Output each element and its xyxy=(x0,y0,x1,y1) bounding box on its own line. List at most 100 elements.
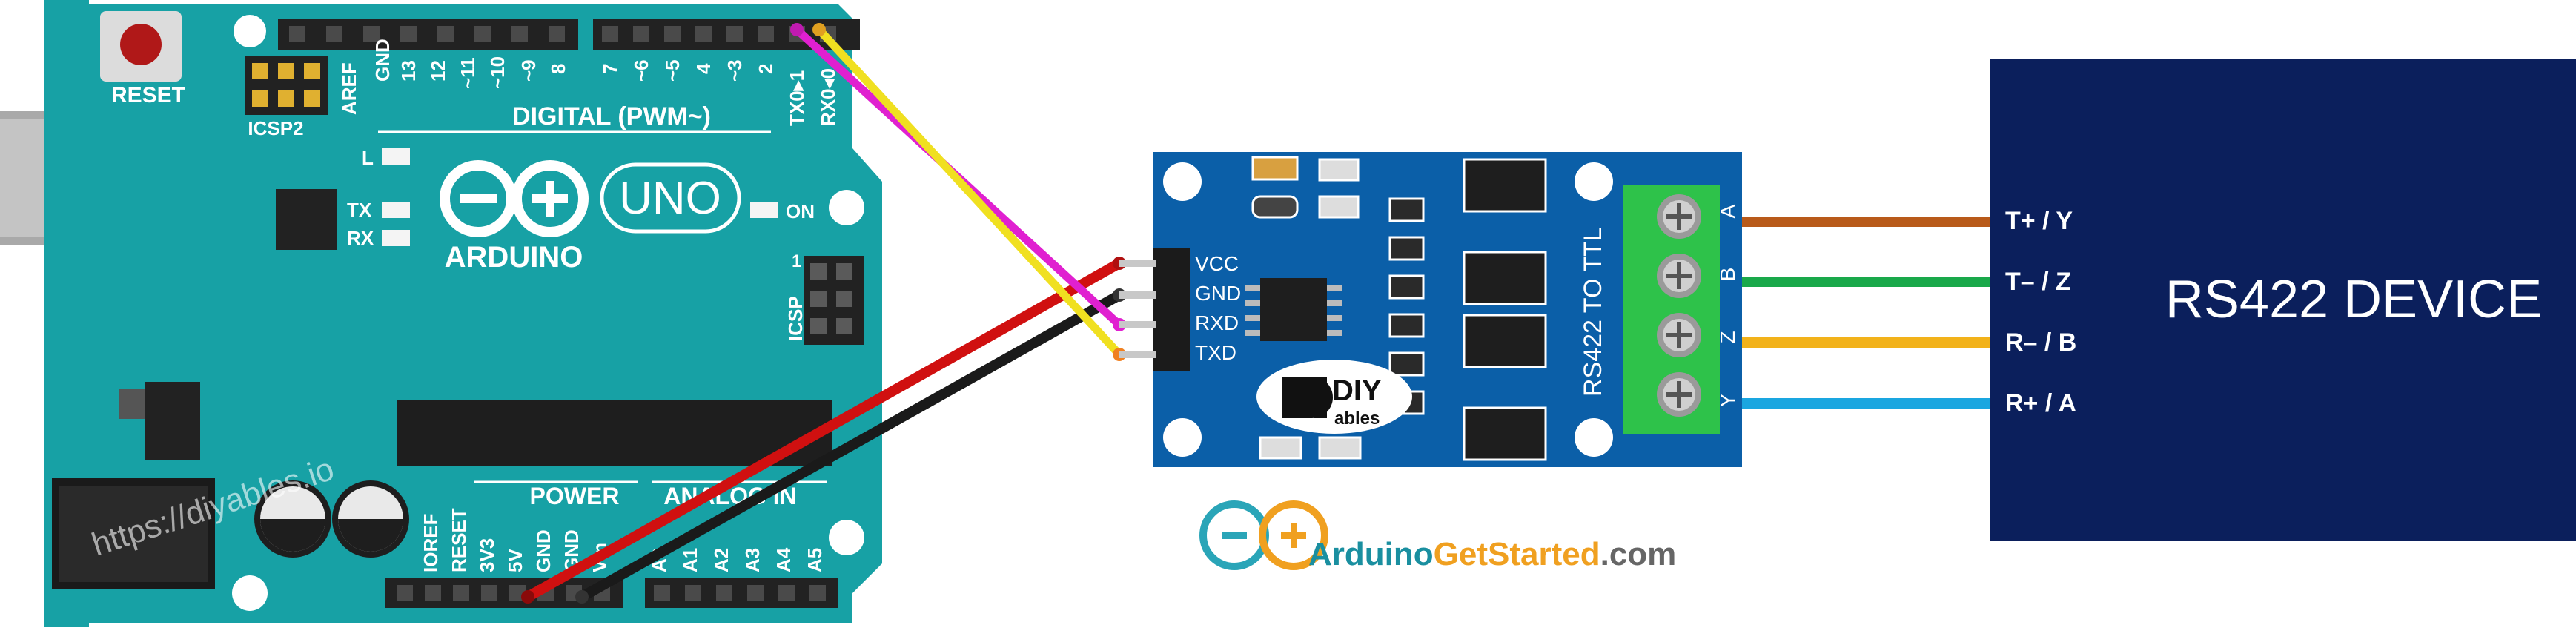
tvs-diode xyxy=(1463,314,1547,368)
module-pin-gnd: GND xyxy=(1195,282,1241,305)
pin-label-ioref: IOREF xyxy=(420,514,442,572)
pin-label-12: 12 xyxy=(427,60,449,82)
arduino-uno-board: RESET ICSP2 AREF GND 13 12 ~11 xyxy=(0,0,882,627)
pin-label-a1: A1 xyxy=(679,548,701,572)
pin-label-gnd1: GND xyxy=(532,529,554,572)
resistor xyxy=(1318,195,1360,219)
analog-header xyxy=(645,578,838,608)
power-label: POWER xyxy=(530,483,620,509)
icsp2-label: ICSP2 xyxy=(248,117,303,139)
pin-label-8: 8 xyxy=(547,64,569,74)
led-rx xyxy=(382,230,410,246)
resistor xyxy=(1318,158,1360,182)
wire-y-blue xyxy=(1742,398,1990,409)
mounting-hole xyxy=(1163,418,1202,457)
mounting-hole xyxy=(829,190,864,225)
wire-z-orange xyxy=(1742,337,1990,348)
device-title: RS422 DEVICE xyxy=(2165,270,2542,329)
device-box xyxy=(1990,59,2576,541)
wires-module-device xyxy=(1742,217,1990,409)
capacitor xyxy=(332,480,409,558)
mounting-hole xyxy=(232,575,268,611)
diyables-logo-icon xyxy=(1256,360,1412,434)
led-l xyxy=(382,148,410,165)
mounting-hole xyxy=(234,15,266,47)
terminal-screw xyxy=(1657,194,1701,239)
pin-label-10: ~10 xyxy=(486,56,509,89)
wire-txd-yellow xyxy=(815,25,1124,359)
arduinogetstarted-logo-icon xyxy=(1199,500,1328,570)
uno-model: UNO xyxy=(619,173,721,224)
digital-label: DIGITAL (PWM~) xyxy=(512,102,711,130)
led-on-label: ON xyxy=(786,200,815,222)
resistor xyxy=(1318,436,1362,460)
tvs-diode xyxy=(1463,158,1547,213)
pin-label-11: ~11 xyxy=(457,57,479,89)
device-signal-ty: T+ / Y xyxy=(2005,207,2073,235)
rs422-module: VCC GND RXD TXD xyxy=(1119,152,1742,467)
resistor xyxy=(1388,313,1425,338)
pin-label-aref: AREF xyxy=(338,62,360,115)
pin-label-3v3: 3V3 xyxy=(476,538,498,572)
usb-chip xyxy=(276,189,337,250)
icsp2-header xyxy=(245,56,328,115)
reset-button-cap[interactable] xyxy=(120,24,162,65)
pin-label-6: ~6 xyxy=(630,59,652,82)
terminal-screw xyxy=(1657,254,1701,298)
module-title: RS422 TO TTL xyxy=(1579,227,1607,397)
capacitor xyxy=(254,480,331,558)
pin-label-5: ~5 xyxy=(661,59,683,82)
module-pin-vcc: VCC xyxy=(1195,252,1239,275)
atmega-chip xyxy=(397,400,832,466)
uno-badge xyxy=(600,162,741,234)
resistor xyxy=(1259,436,1302,460)
terminal-label-z: Z xyxy=(1716,331,1739,343)
site-name: ArduinoGetStarted.com xyxy=(1308,536,1676,572)
resistor xyxy=(1388,236,1425,261)
led-l-label: L xyxy=(362,147,374,169)
wire-vcc-red xyxy=(523,258,1125,602)
led-on xyxy=(750,202,778,218)
pin-label-4: 4 xyxy=(692,63,715,74)
reset-label: RESET xyxy=(111,83,185,108)
pin-label-a4: A4 xyxy=(772,547,795,572)
terminal-label-b: B xyxy=(1716,268,1739,282)
terminal-label-y: Y xyxy=(1716,393,1739,407)
rs422-device: T+ / Y T– / Z R– / B R+ / A RS422 DEVICE xyxy=(1990,59,2576,541)
power-header xyxy=(385,578,623,608)
device-signal-ra: R+ / A xyxy=(2005,389,2076,417)
mounting-hole xyxy=(829,520,864,555)
pin-label-reset: RESET xyxy=(448,508,470,572)
diyables-logo-sub: ables xyxy=(1334,409,1380,429)
pin-label-a2: A2 xyxy=(710,548,732,572)
led-tx-label: TX xyxy=(347,199,372,221)
mounting-hole xyxy=(1575,418,1613,457)
voltage-regulator xyxy=(145,382,200,460)
wires-arduino-module xyxy=(521,23,1126,604)
module-pin-txd: TXD xyxy=(1195,341,1236,364)
pin-label-5v: 5V xyxy=(504,549,526,572)
pin-label-rx: RX0◂0 xyxy=(817,68,839,126)
fuse xyxy=(1251,195,1299,219)
arduino-logo-icon xyxy=(440,160,589,237)
resistor xyxy=(1388,351,1425,377)
mounting-hole xyxy=(1163,162,1202,201)
power-jack-face xyxy=(59,486,208,582)
tvs-diode xyxy=(1463,406,1547,461)
digital-header-left xyxy=(278,19,578,50)
pin-label-a3: A3 xyxy=(741,548,764,572)
mounting-hole xyxy=(1575,162,1613,201)
site-logo: ArduinoGetStarted.com xyxy=(1199,500,1676,572)
arduino-brand: ARDUINO xyxy=(445,241,583,274)
pin-label-a5: A5 xyxy=(804,548,826,572)
icsp-header xyxy=(804,256,864,345)
resistor xyxy=(1388,274,1425,300)
crystal xyxy=(1251,156,1299,181)
led-rx-label: RX xyxy=(347,227,374,249)
pin-label-tx: TX0▸1 xyxy=(786,70,808,126)
pin-label-gnd: GND xyxy=(371,39,394,82)
icsp-pin1-label: 1 xyxy=(792,251,801,271)
resistor xyxy=(1388,197,1425,222)
icsp-label: ICSP xyxy=(784,296,807,341)
